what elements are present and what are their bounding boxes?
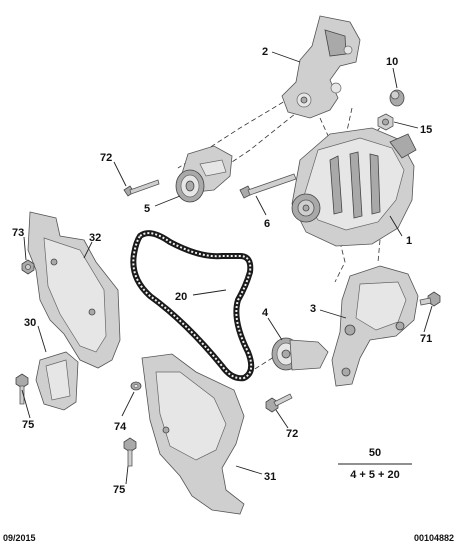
part-72-bolt-upper bbox=[123, 179, 160, 197]
callout-31: 31 bbox=[264, 471, 276, 483]
part-30-small-cover bbox=[35, 351, 79, 411]
part-74-washer bbox=[130, 381, 142, 391]
callout-5: 5 bbox=[144, 203, 150, 215]
callout-3: 3 bbox=[310, 303, 316, 315]
part-5-tensioner bbox=[175, 145, 233, 203]
callout-4: 4 bbox=[262, 307, 269, 319]
part-15-nut bbox=[377, 113, 394, 131]
callout-6: 6 bbox=[264, 218, 270, 230]
callout-15: 15 bbox=[420, 124, 432, 136]
callout-72-lower: 72 bbox=[286, 428, 298, 440]
leader-lines bbox=[21, 51, 433, 485]
kit-reference: 50 4 + 5 + 20 bbox=[350, 447, 400, 481]
callout-73: 73 bbox=[12, 227, 24, 239]
callout-75-left: 75 bbox=[22, 419, 34, 431]
callout-72-upper: 72 bbox=[100, 152, 112, 164]
callout-32: 32 bbox=[89, 232, 101, 244]
footer-date: 09/2015 bbox=[3, 533, 36, 543]
kit-components: 4 + 5 + 20 bbox=[350, 469, 400, 481]
callout-75-bottom: 75 bbox=[113, 484, 125, 496]
part-2-upper-bracket bbox=[281, 15, 361, 119]
part-20-drive-belt bbox=[130, 230, 255, 382]
part-1-alternator bbox=[291, 127, 417, 247]
part-73-bolt bbox=[21, 259, 35, 275]
part-72-bolt-lower bbox=[265, 393, 293, 413]
part-75-bolt-left bbox=[15, 373, 29, 405]
part-71-bolt-right bbox=[419, 291, 441, 307]
footer-reference: 00104882 bbox=[413, 533, 454, 543]
part-4-idler-pulley bbox=[271, 337, 329, 371]
callout-labels: 2 10 15 72 5 6 1 73 32 20 3 4 71 30 74 7… bbox=[12, 46, 432, 496]
callout-71: 71 bbox=[420, 333, 432, 345]
part-3-lower-bracket bbox=[331, 265, 419, 387]
callout-74: 74 bbox=[114, 421, 127, 433]
kit-number: 50 bbox=[369, 447, 381, 459]
part-32-rear-cover bbox=[27, 211, 121, 369]
part-6-long-bolt bbox=[239, 173, 297, 199]
callout-30: 30 bbox=[24, 317, 36, 329]
callout-20: 20 bbox=[175, 291, 187, 303]
part-75-bolt-bottom bbox=[123, 437, 137, 467]
callout-1: 1 bbox=[406, 235, 412, 247]
callout-10: 10 bbox=[386, 56, 398, 68]
callout-2: 2 bbox=[262, 46, 268, 58]
part-31-lower-cover bbox=[141, 353, 245, 515]
part-10-cap bbox=[389, 89, 405, 107]
